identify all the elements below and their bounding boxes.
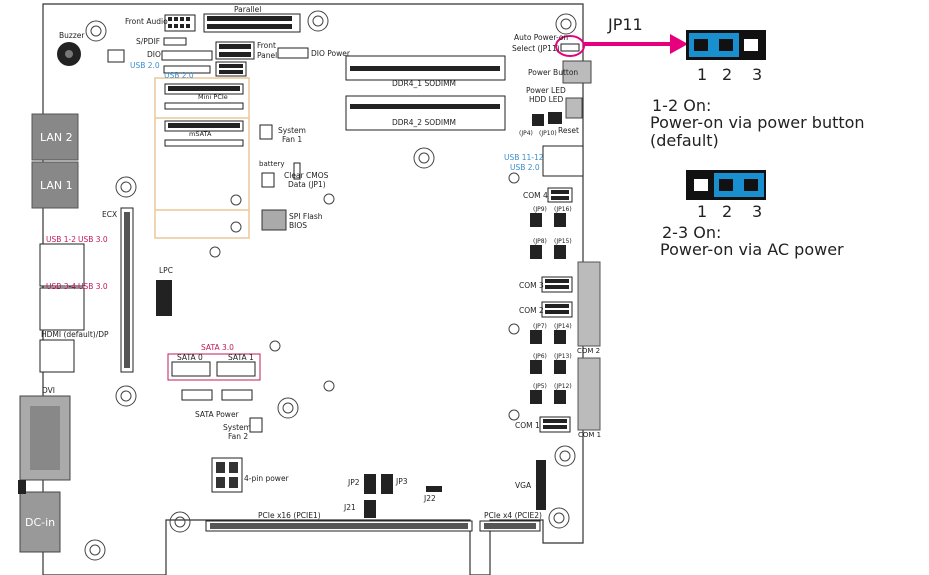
label-jp12: (JP12) (554, 383, 572, 390)
label-system-fan2-2: Fan 2 (228, 432, 248, 441)
label-dio: DIO (147, 50, 161, 59)
label-jp8: (JP8) (533, 238, 547, 245)
legend-pin-1-b: 1 (697, 202, 707, 221)
label-hdmi: HDMI (default)/DP (41, 330, 109, 339)
mounting-holes (84, 10, 577, 561)
label-usb20-c: USB 2.0 (510, 163, 540, 172)
label-jp9: (JP9) (533, 206, 547, 213)
label-usb20-b: USB 2.0 (164, 71, 194, 80)
label-jp13: (JP13) (554, 353, 572, 360)
label-jp10: (JP10) (539, 130, 557, 137)
label-dc-in: DC-in (25, 516, 55, 529)
label-clear-cmos-1: Clear CMOS (284, 171, 329, 180)
label-sata30: SATA 3.0 (201, 343, 234, 352)
label-jp4: (JP4) (519, 130, 533, 137)
label-ecx: ECX (102, 210, 117, 219)
label-vga: VGA (515, 481, 532, 490)
legend-setting-a-line1: Power-on via power button (650, 113, 865, 132)
label-system-fan2-1: System (223, 423, 251, 432)
label-dvi: DVI (42, 386, 55, 395)
label-jp7: (JP7) (533, 323, 547, 330)
label-usb30-b: USB 3.0 (78, 282, 108, 291)
label-parallel: Parallel (234, 5, 261, 14)
label-battery: battery (259, 160, 285, 168)
label-dio-power: DIO Power (311, 49, 351, 58)
label-ddr4-1: DDR4_1 SODIMM (392, 79, 456, 88)
legend-setting-a-line2: (default) (650, 131, 719, 150)
label-front-audio: Front Audio (125, 17, 168, 26)
legend-setting-a-title: 1-2 On: (652, 96, 711, 115)
board-outline (42, 3, 584, 575)
lan1-port (31, 161, 79, 209)
label-com1: COM 1 (515, 421, 540, 430)
label-j21: J21 (343, 503, 356, 512)
legend-pin-2-a: 2 (722, 65, 732, 84)
label-system-fan1-2: Fan 1 (282, 135, 302, 144)
label-lpc: LPC (159, 266, 173, 275)
label-usb20-a: USB 2.0 (130, 61, 160, 70)
label-front-panel-2: Panel (257, 51, 277, 60)
label-jp6: (JP6) (533, 353, 547, 360)
jumper-state-2-3 (686, 170, 766, 200)
label-usb34: USB 3-4 (46, 282, 76, 291)
legend-pin-3-b: 3 (752, 202, 762, 221)
label-jp14: (JP14) (554, 323, 572, 330)
label-pcie-x4: PCIe x4 (PCIE2) (484, 511, 542, 520)
label-ddr4-2: DDR4_2 SODIMM (392, 118, 456, 127)
legend-setting-b-title: 2-3 On: (662, 223, 721, 242)
legend-pin-1-a: 1 (697, 65, 707, 84)
legend-pin-3-a: 3 (752, 65, 762, 84)
legend-title: JP11 (607, 15, 643, 34)
label-sata1: SATA 1 (228, 353, 254, 362)
label-front-panel-1: Front (257, 41, 276, 50)
label-usb30-a: USB 3.0 (78, 235, 108, 244)
label-spdif: S/PDIF (136, 37, 160, 46)
label-auto-power-1: Auto Power-on (514, 33, 568, 42)
label-pcie-x16: PCIe x16 (PCIE1) (258, 511, 321, 520)
jumper-state-1-2 (686, 30, 766, 60)
label-usb-11-12: USB 11-12 (504, 153, 544, 162)
label-hdd-led: HDD LED (529, 95, 563, 104)
label-spi-flash-1: SPI Flash (289, 212, 323, 221)
label-sata0: SATA 0 (177, 353, 203, 362)
label-spi-flash-2: BIOS (289, 221, 307, 230)
legend-setting-b-line1: Power-on via AC power (660, 240, 844, 259)
label-power-led: Power LED (526, 86, 566, 95)
label-jp5: (JP5) (533, 383, 547, 390)
label-lan2: LAN 2 (40, 131, 73, 144)
label-four-pin-power: 4-pin power (244, 474, 290, 483)
label-com4: COM 4 (523, 191, 548, 200)
label-j22: J22 (423, 494, 436, 503)
label-com3: COM 3 (519, 281, 544, 290)
label-jp3: JP3 (395, 477, 408, 486)
label-sata-power: SATA Power (195, 410, 240, 419)
label-jp16: (JP16) (554, 206, 572, 213)
label-com1-side: COM 1 (578, 431, 601, 439)
legend-pin-2-b: 2 (722, 202, 732, 221)
label-auto-power-2: Select (JP11) (512, 44, 560, 53)
label-jp15: (JP15) (554, 238, 572, 245)
label-power-button: Power Button (528, 68, 578, 77)
jp11-arrow (670, 34, 688, 54)
label-clear-cmos-2: Data (JP1) (288, 180, 326, 189)
label-system-fan1-1: System (278, 126, 306, 135)
label-usb12: USB 1-2 (46, 235, 76, 244)
label-buzzer: Buzzer (59, 31, 85, 40)
label-msata: mSATA (189, 130, 212, 138)
label-com2-side: COM 2 (577, 347, 600, 355)
label-reset: Reset (558, 126, 579, 135)
label-lan1: LAN 1 (40, 179, 73, 192)
label-com2: COM 2 (519, 306, 544, 315)
lan2-port (31, 113, 79, 161)
ddr4-2-slot (345, 95, 506, 131)
label-mini-pcie: Mini PCIe (198, 93, 228, 101)
label-jp2: JP2 (347, 478, 360, 487)
